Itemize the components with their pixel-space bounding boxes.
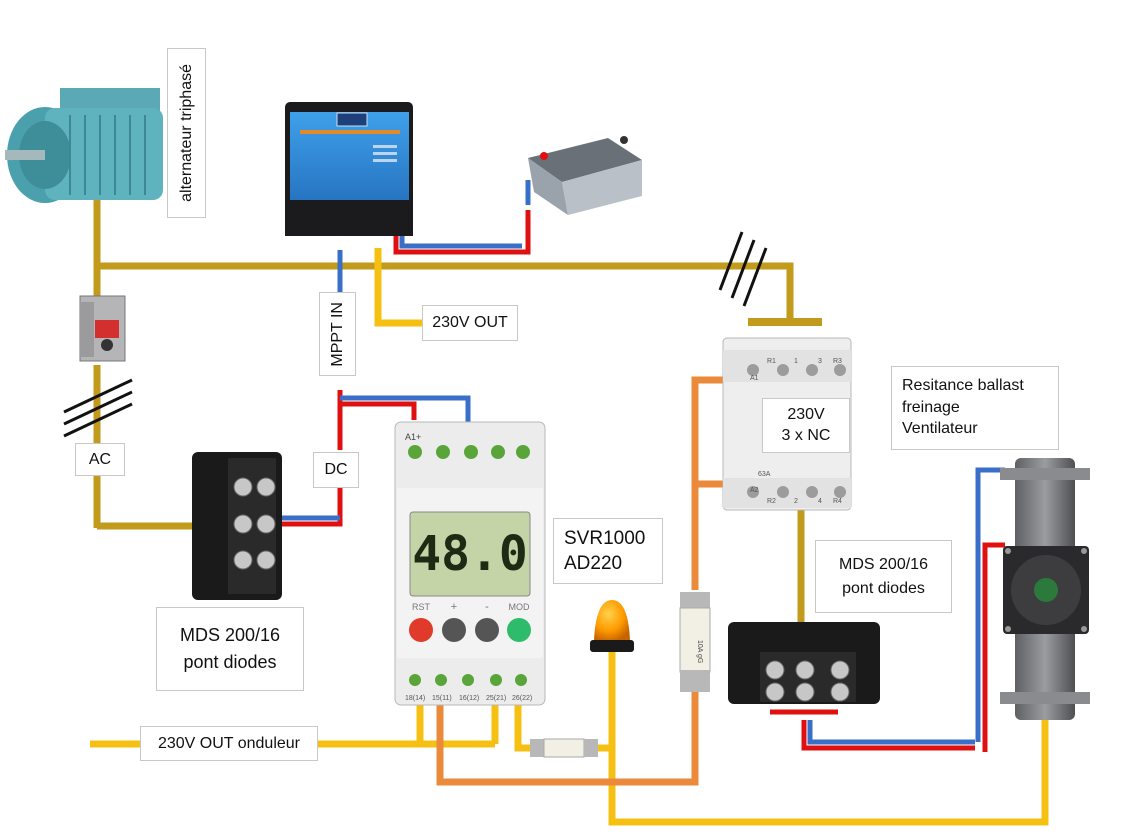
relay-top-terminal-label: A1+ [405, 432, 421, 442]
relay-terminal-18: 18(14) [405, 695, 425, 702]
svr-label: SVR1000 AD220 [553, 518, 663, 584]
contactor-terminal-1: 1 [794, 358, 798, 365]
ac-label: AC [75, 443, 125, 476]
contactor-rating: 63A [758, 471, 771, 478]
mppt-in-label: MPPT IN [319, 292, 356, 376]
mds-right-label: MDS 200/16 pont diodes [815, 540, 952, 613]
warning-beacon [590, 600, 634, 652]
alternator [5, 88, 163, 203]
dc-positive-wires [275, 210, 1005, 752]
contactor-terminal-r4: R4 [833, 498, 842, 505]
contactor-terminal-r3: R3 [833, 358, 842, 365]
fuse-vertical [679, 592, 711, 692]
contactor-label-a1: A1 [750, 375, 759, 382]
relay-button-mod: MOD [509, 602, 530, 612]
victron-inverter [285, 102, 413, 236]
contactor-label: 230V 3 x NC [762, 398, 850, 453]
ac-cut-marks [63, 231, 768, 438]
fuse-rating: 10A gG [696, 640, 703, 663]
contactor-terminal-r1: R1 [767, 358, 776, 365]
relay-button-minus: - [485, 601, 489, 613]
ballast-label: Resitance ballast freinage Ventilateur [891, 366, 1059, 450]
mds-left-label: MDS 200/16 pont diodes [156, 607, 304, 691]
out-230v-label: 230V OUT [422, 305, 518, 341]
cooling-fan [1003, 546, 1089, 634]
voltage-relay [394, 421, 546, 706]
relay-display-value: 48.0 [412, 526, 528, 582]
alternator-label: alternateur triphasé [167, 48, 206, 218]
battery [528, 136, 642, 215]
dc-label: DC [313, 452, 359, 488]
relay-button-plus: + [451, 601, 457, 613]
alternator-label-text: alternateur triphasé [177, 64, 195, 202]
contactor [722, 337, 852, 511]
diode-bridge-right [728, 622, 880, 704]
relay-terminal-16: 16(12) [459, 695, 479, 702]
relay-button-rst: RST [412, 602, 431, 612]
fuse-horizontal [530, 738, 598, 758]
motor-breaker [79, 295, 126, 362]
relay-terminal-25: 25(21) [486, 695, 506, 702]
relay-terminal-26: 26(22) [512, 695, 532, 702]
contactor-terminal-3: 3 [818, 358, 822, 365]
contactor-terminal-r2: R2 [767, 498, 776, 505]
relay-terminal-15: 15(11) [432, 695, 452, 702]
mppt-in-label-text: MPPT IN [328, 301, 346, 367]
onduleur-out-label: 230V OUT onduleur [140, 726, 318, 761]
contactor-terminal-4: 4 [818, 498, 822, 505]
diode-bridge-left [192, 452, 282, 600]
contactor-terminal-2: 2 [794, 498, 798, 505]
contactor-label-a2: A2 [750, 487, 759, 494]
